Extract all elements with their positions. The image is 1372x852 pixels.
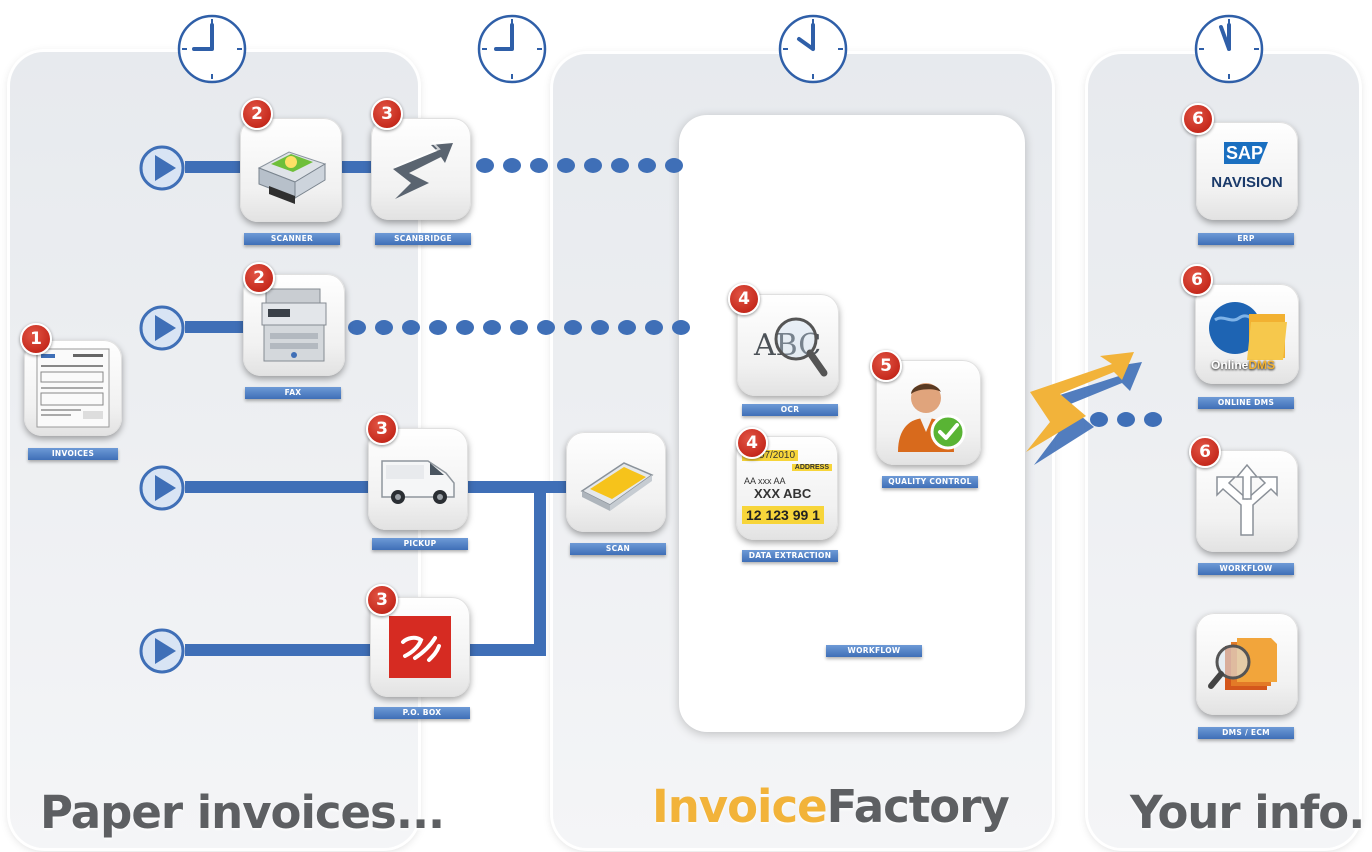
step-badge: 6 [1182, 103, 1214, 135]
your-info-title: Your info. [1130, 786, 1365, 839]
factory-workflow-label: WORKFLOW [826, 645, 922, 657]
invoices-label: INVOICES [28, 448, 118, 460]
export-dotted-link [1090, 412, 1162, 427]
scanner-label: SCANNER [244, 233, 340, 245]
play-icon [138, 304, 186, 352]
fax-label: FAX [245, 387, 341, 399]
clock-icon [176, 13, 248, 85]
scanbridge-label: SCANBRIDGE [375, 233, 471, 245]
flatbed-scanner-icon [566, 432, 666, 532]
step-badge: 3 [371, 98, 403, 130]
step-badge: 5 [870, 350, 902, 382]
scan-label: SCAN [570, 543, 666, 555]
online-dms-label: ONLINE DMS [1198, 397, 1294, 409]
extracted-line3: 12 123 99 1 [742, 506, 824, 524]
step-badge: 3 [366, 413, 398, 445]
fax-dotted-link [348, 320, 690, 335]
scanner-icon [240, 118, 342, 222]
play-icon [138, 464, 186, 512]
online-dms-logo: OnlineDMS [1211, 358, 1276, 372]
quality-control-label: QUALITY CONTROL [882, 476, 978, 488]
play-icon [138, 144, 186, 192]
step-badge: 2 [241, 98, 273, 130]
clock-icon [777, 13, 849, 85]
step-badge: 4 [736, 427, 768, 459]
ocr-label: OCR [742, 404, 838, 416]
branching-arrows-icon [1196, 450, 1298, 552]
paper-invoices-title: Paper invoices... [40, 786, 445, 839]
invoicefactory-title: InvoiceFactory [652, 780, 1010, 833]
pickup-label: PICKUP [372, 538, 468, 550]
navision-logo-text: NAVISION [1211, 174, 1283, 191]
invoicefactory-title-part2: Factory [826, 780, 1010, 833]
clock-icon [476, 13, 548, 85]
extracted-address: ADDRESS [791, 464, 832, 471]
invoicefactory-title-part1: Invoice [652, 780, 828, 833]
scanbridge-dotted-link [476, 158, 683, 173]
extracted-line1: AA xxx AA [744, 476, 786, 486]
pobox-label: P.O. BOX [374, 707, 470, 719]
sap-navision-logo-icon: SAP NAVISION [1196, 122, 1298, 220]
extracted-date: 12/07/2010 [742, 450, 799, 461]
step-badge: 4 [728, 283, 760, 315]
approved-person-icon [876, 360, 981, 465]
step-badge: 6 [1181, 264, 1213, 296]
sap-logo-text: SAP [1226, 143, 1264, 163]
van-icon [368, 428, 468, 530]
extracted-line2: XXX ABC [754, 486, 812, 501]
data-extraction-label: DATA EXTRACTION [742, 550, 838, 562]
step-badge: 2 [243, 262, 275, 294]
invoice-document-icon [24, 340, 122, 436]
erp-label: ERP [1198, 233, 1294, 245]
clock-icon [1193, 13, 1265, 85]
workflow-label: WORKFLOW [1198, 563, 1294, 575]
step-badge: 1 [20, 323, 52, 355]
post-logo-icon [370, 597, 470, 697]
folders-magnifier-icon [1196, 613, 1298, 715]
step-badge: 6 [1189, 436, 1221, 468]
globe-folder-icon: OnlineDMS [1195, 284, 1299, 384]
play-icon [138, 627, 186, 675]
export-arrow-icon [1026, 352, 1142, 465]
step-badge: 3 [366, 584, 398, 616]
dms-ecm-label: DMS / ECM [1198, 727, 1294, 739]
scanbridge-arrow-icon [371, 118, 471, 220]
